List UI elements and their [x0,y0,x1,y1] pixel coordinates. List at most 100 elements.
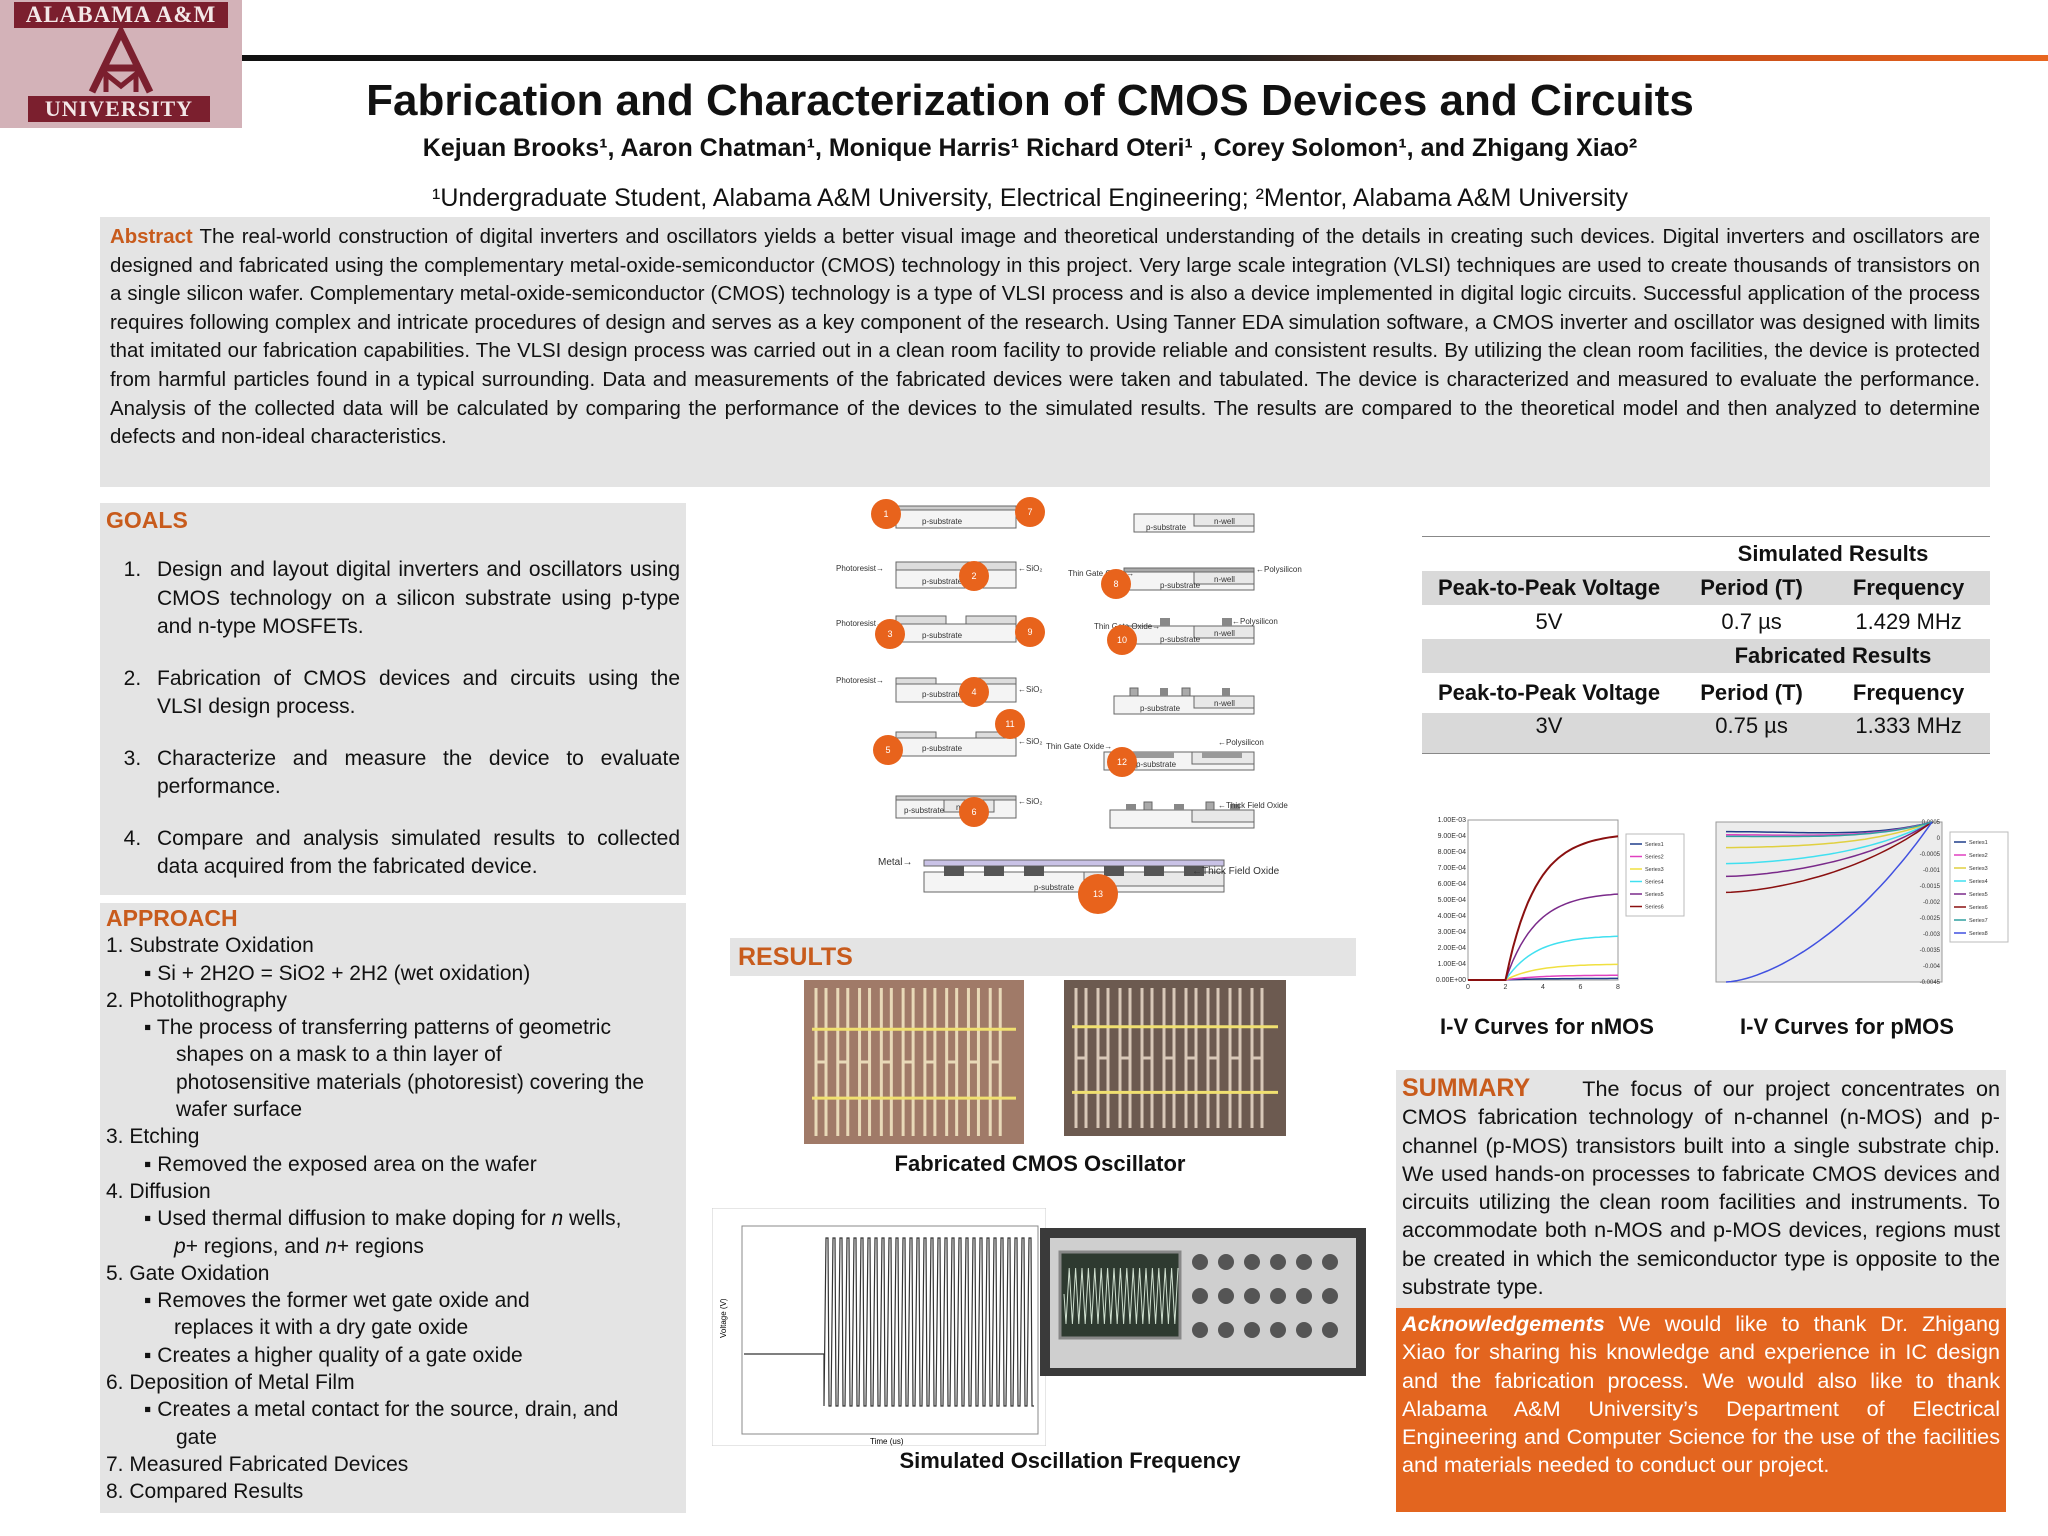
sim-header: Simulated Results [1737,541,1929,566]
approach-step: 8. Compared Results [106,1480,304,1504]
fab-header: Fabricated Results [1734,643,1932,668]
step-circle [1107,625,1137,655]
scope-knob [1192,1322,1208,1338]
goal-item: Characterize and measure the device to e… [147,745,680,802]
step-number: 6 [971,807,976,817]
step-circle [959,797,989,827]
polysilicon-label: ←Polysilicon [1232,617,1278,626]
scope-knob [1322,1254,1338,1270]
approach-detail: ▪ Used thermal diffusion to make doping … [106,1205,680,1232]
step-circle [1107,747,1137,777]
step-circle [875,619,905,649]
step-number: 10 [1117,635,1127,645]
sim-voltage: 5V [1535,609,1563,634]
sio2-label: ←SiO₂ [1018,797,1042,806]
step-number: 12 [1117,757,1127,767]
chip-trace [1162,988,1176,1128]
process-steps-figure: p-substrate←SiO₂ p-substratePhotoresist→… [836,497,1302,914]
pmos-iv-chart: 0.00050-0.0005-0.001-0.0015-0.002-0.0025… [1715,820,2009,986]
y-tick-label: 8.00E-04 [1438,849,1467,856]
results-heading-bar: RESULTS [730,938,1356,976]
author-list: Kejuan Brooks¹, Aaron Chatman¹, Monique … [422,134,1638,162]
fab-period: 0.75 µs [1715,713,1788,738]
chip-trace [945,988,959,1136]
approach-detail: photosensitive materials (photoresist) c… [176,1070,645,1094]
scope-knob [1192,1254,1208,1270]
table-cell [1422,537,1676,571]
abstract-heading: Abstract [110,226,193,248]
chip-trace [1074,988,1088,1128]
goal-item: Compare and analysis simulated results t… [147,825,680,882]
legend-label: Series6 [1969,905,1988,911]
chip-trace [879,988,893,1136]
y-tick-label: 7.00E-04 [1438,865,1467,872]
sim-xlabel: Time (us) [870,1437,904,1446]
n-well-label: n-well [1214,517,1235,526]
goals-list: Design and layout digital inverters and … [106,556,680,882]
university-logo: ALABAMA A&M UNIVERSITY [0,0,242,128]
thin-gate-oxide-label: Thin Gate Oxide→ [1068,569,1134,578]
y-tick-label: 1.00E-03 [1438,817,1467,824]
pmos-series-line [1725,821,1933,983]
ack-heading: Acknowledgements [1402,1311,1605,1336]
sio2-label: ←SiO₂ [1018,685,1042,694]
scope-knob [1296,1322,1312,1338]
col-frequency: Frequency [1852,575,1965,600]
y-tick-label: 1.00E-04 [1438,961,1467,968]
scope-knob [1244,1254,1260,1270]
y-tick-label: 0 [1937,836,1941,842]
sim-period: 0.7 µs [1721,609,1782,634]
goal-item: Design and layout digital inverters and … [147,556,680,642]
detail-text: wells, [563,1207,622,1231]
nmos-iv-chart: 1.00E-039.00E-048.00E-047.00E-046.00E-04… [1436,817,1685,991]
x-tick-label: 2 [1504,984,1508,991]
pmos-series-line [1726,821,1933,838]
plot-area [1715,821,1943,983]
approach-detail: ▪ Si + 2H2O = SiO2 + 2H2 (wet oxidation) [144,961,531,985]
chip-trace [858,988,872,1136]
p-substrate-label: p-substrate [922,631,963,640]
step-number: 5 [885,745,890,755]
step-number: 8 [1113,579,1118,589]
p-substrate-label: p-substrate [1136,760,1177,769]
chip-trace [1184,988,1198,1128]
legend-label: Series1 [1969,840,1988,846]
y-tick-label: -0.0025 [1920,916,1941,922]
step-circle [871,499,901,529]
legend-label: Series2 [1969,853,1988,859]
step-number: 13 [1093,889,1103,899]
approach-detail: shapes on a mask to a thin layer of [176,1043,502,1067]
col-period: Period (T) [1700,680,1803,705]
p-substrate-label: p-substrate [922,690,963,699]
table-cell [1422,639,1676,673]
y-tick-label: 0.00E+00 [1436,977,1466,984]
sio2-label: ←SiO₂ [1018,564,1042,573]
p-substrate-label: p-substrate [922,517,963,526]
ack-text: We would like to thank Dr. Zhigang Xiao … [1402,1311,2000,1478]
chip-trace [923,988,937,1136]
step-circle [995,709,1025,739]
step-circle [1015,497,1045,527]
y-tick-label: 9.00E-04 [1438,833,1467,840]
plot-area [1467,819,1619,981]
photoresist-label: Photoresist→ [836,619,884,628]
y-tick-label: 3.00E-04 [1438,929,1467,936]
y-tick-label: -0.0045 [1920,980,1941,986]
y-tick-label: -0.0015 [1920,884,1941,890]
approach-heading: APPROACH [106,905,238,931]
approach-step: 1. Substrate Oxidation [106,934,314,958]
approach-step: 3. Etching [106,1125,200,1149]
photoresist-label: Photoresist→ [836,564,884,573]
approach-step: 6. Deposition of Metal Film [106,1371,355,1395]
y-tick-label: 5.00E-04 [1438,897,1467,904]
approach-detail: ▪ Creates a higher quality of a gate oxi… [144,1343,523,1367]
step-number: 3 [887,629,892,639]
n-well-label: n-well [1214,629,1235,638]
oscillation-waveform [744,1237,1034,1407]
p-substrate-label: p-substrate [1034,883,1075,892]
chip-trace [1096,988,1110,1128]
